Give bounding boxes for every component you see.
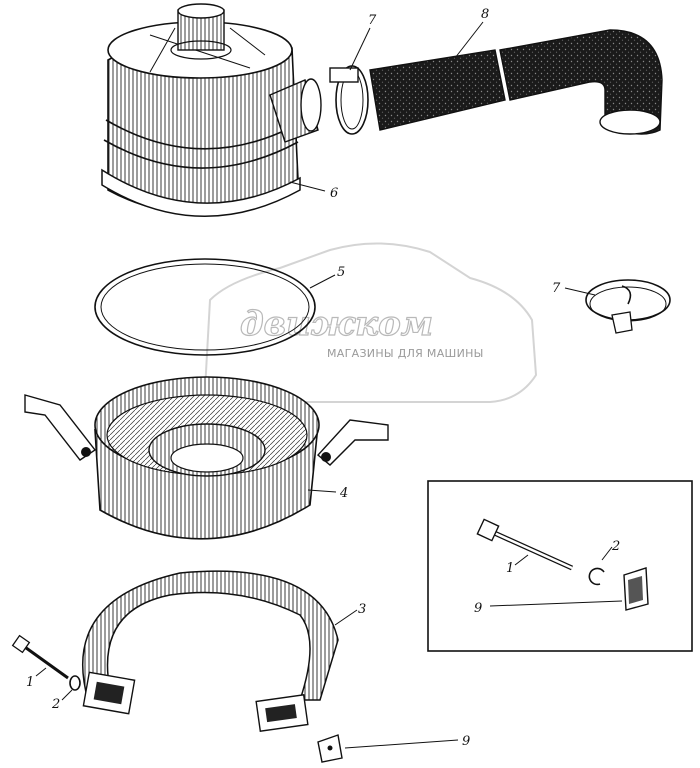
callout-1-inset: 1	[506, 561, 514, 576]
part-2-washer-inset	[588, 567, 605, 586]
callout-labels: 7 8 6 5 7 4 3 1 2 9 1 2 9	[26, 7, 620, 749]
part-1-bolt-left	[11, 634, 69, 680]
callout-5: 5	[337, 265, 345, 280]
part-3-clamping-band	[81, 570, 339, 732]
part-9-nut-bottom	[317, 734, 343, 763]
part-1-bolt-inset	[476, 518, 574, 571]
callout-4: 4	[339, 486, 348, 501]
callout-1-left: 1	[26, 675, 34, 690]
callout-9-inset: 9	[474, 601, 482, 616]
watermark: движком МАГАЗИНЫ ДЛЯ МАШИНЫ	[203, 242, 538, 403]
callout-6: 6	[330, 186, 338, 201]
part-8-intake-hose	[369, 29, 663, 135]
inset-hardware-detail	[427, 480, 693, 652]
callout-8: 8	[481, 7, 489, 22]
part-5-gasket-ring	[94, 258, 316, 356]
part-6-filter-housing	[101, 3, 322, 218]
watermark-tagline: МАГАЗИНЫ ДЛЯ МАШИНЫ	[327, 347, 484, 360]
part-9-nut-inset	[623, 567, 649, 611]
part-2-washer-left	[69, 675, 81, 691]
part-7-hose-clamp-top	[329, 65, 369, 135]
callout-2-inset: 2	[611, 539, 620, 554]
watermark-brand: движком	[240, 304, 433, 344]
callout-9-bottom: 9	[462, 734, 470, 749]
callout-3: 3	[358, 602, 366, 617]
part-7-hose-clamp-right	[585, 279, 671, 334]
leader-lines	[35, 21, 623, 749]
callout-7-top: 7	[368, 13, 377, 28]
callout-7-right: 7	[552, 281, 561, 296]
part-4-filter-bowl	[24, 376, 389, 540]
callout-2-left: 2	[51, 697, 60, 712]
